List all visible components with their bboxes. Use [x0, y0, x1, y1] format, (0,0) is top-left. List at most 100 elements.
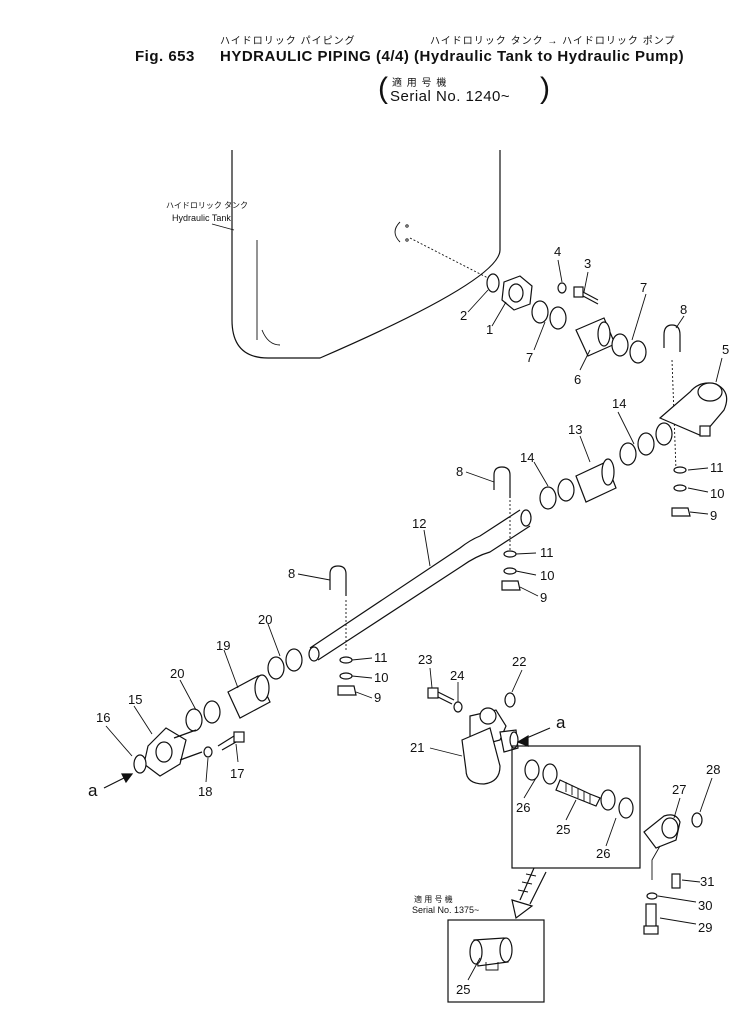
hose-13 — [575, 458, 617, 503]
leader-lines — [105, 259, 723, 981]
view-arrow-right — [516, 727, 551, 747]
part-number-18: 18 — [198, 784, 212, 799]
part-number-2: 2 — [460, 308, 467, 323]
washer-30 — [646, 892, 658, 900]
serial-paren-close: ) — [540, 72, 550, 105]
inset-label-jp: 適 用 号 機 — [414, 894, 453, 904]
elbow-5 — [658, 382, 728, 437]
part-number-9b: 9 — [540, 590, 547, 605]
part-number-28: 28 — [706, 762, 720, 777]
part-number-10b: 10 — [540, 568, 554, 583]
part-number-26a: 26 — [516, 800, 530, 815]
bolt-23 — [427, 687, 455, 705]
part-number-31: 31 — [700, 874, 714, 889]
hose-clamp-7a — [531, 300, 567, 330]
figure-label: Fig. 653 — [135, 48, 195, 65]
view-marker-right: a — [556, 713, 566, 732]
nut-9b — [501, 580, 521, 591]
part-number-26b: 26 — [596, 846, 610, 861]
hose-clamp-20b — [185, 700, 221, 732]
serial-paren-open: ( — [378, 72, 388, 105]
tank-label-leader — [211, 223, 235, 231]
part-number-24: 24 — [450, 668, 464, 683]
hose-clamp-14b — [539, 478, 575, 510]
part-number-25: 25 — [556, 822, 570, 837]
o-ring-2 — [486, 273, 500, 293]
part-number-29: 29 — [698, 920, 712, 935]
part-number-25-inset: 25 — [456, 982, 470, 997]
part-number-19: 19 — [216, 638, 230, 653]
o-ring-28 — [691, 812, 703, 828]
part-number-9a: 9 — [710, 508, 717, 523]
detail-box-2 — [447, 919, 545, 1003]
hydraulic-tank — [231, 150, 501, 359]
u-bolt-8a — [663, 324, 681, 352]
inset-serial: Serial No. 1375~ — [412, 905, 479, 915]
washer-10b — [503, 567, 517, 575]
washer-11c — [339, 656, 353, 664]
part-number-10c: 10 — [374, 670, 388, 685]
hose-clamp-14a — [619, 422, 673, 466]
part-number-17: 17 — [230, 766, 244, 781]
bolt-17 — [217, 731, 245, 751]
u-bolt-8b — [493, 466, 511, 498]
part-number-11a: 11 — [710, 460, 724, 475]
part-number-8a: 8 — [680, 302, 687, 317]
part-number-8c: 8 — [288, 566, 295, 581]
tank-label-jp: ハイドロリック タンク — [166, 201, 248, 210]
part-number-7b: 7 — [640, 280, 647, 295]
part-number-21: 21 — [410, 740, 424, 755]
elbow-21 — [461, 707, 519, 785]
part-number-8b: 8 — [456, 464, 463, 479]
flange-15 — [143, 727, 203, 777]
o-ring-22 — [504, 692, 516, 708]
adapter-27 — [643, 814, 681, 880]
part-number-5: 5 — [722, 342, 729, 357]
hose-clamp-20a — [267, 648, 303, 680]
nut-9a — [671, 507, 691, 517]
part-number-20a: 20 — [258, 612, 272, 627]
part-number-6: 6 — [574, 372, 581, 387]
part-number-16: 16 — [96, 710, 110, 725]
part-number-15: 15 — [128, 692, 142, 707]
washer-18 — [203, 746, 213, 758]
washer-11a — [673, 466, 687, 474]
part-number-14b: 14 — [520, 450, 534, 465]
part-number-14a: 14 — [612, 396, 626, 411]
tank-port-icon — [394, 221, 489, 279]
hose-25 — [555, 779, 601, 807]
pipe-12 — [308, 509, 532, 662]
tank-label: Hydraulic Tank — [172, 213, 231, 223]
washer-11b — [503, 550, 517, 558]
part-number-13: 13 — [568, 422, 582, 437]
hose-clamp-26a — [524, 759, 558, 785]
view-arrow-left — [103, 773, 134, 789]
bolt-31 — [671, 873, 681, 889]
part-number-12: 12 — [412, 516, 426, 531]
nut-9c — [337, 685, 357, 696]
bolt-3 — [573, 286, 599, 305]
o-ring-16 — [133, 754, 147, 774]
part-number-22: 22 — [512, 654, 526, 669]
detail-box-1 — [511, 745, 641, 869]
u-bolt-8c — [329, 565, 347, 596]
figure-title: HYDRAULIC PIPING (4/4) (Hydraulic Tank t… — [220, 48, 685, 65]
washer-4 — [557, 282, 567, 294]
washer-10a — [673, 484, 687, 492]
part-number-11c: 11 — [374, 650, 388, 665]
part-number-9c: 9 — [374, 690, 381, 705]
part-number-4: 4 — [554, 244, 561, 259]
part-number-30: 30 — [698, 898, 712, 913]
hose-6 — [575, 317, 616, 357]
washer-10c — [339, 672, 353, 680]
part-number-20b: 20 — [170, 666, 184, 681]
part-number-11b: 11 — [540, 545, 554, 560]
bolt-29 — [643, 903, 659, 935]
serial-jp-label: 適 用 号 機 — [392, 78, 448, 89]
hose-clamp-7b — [611, 333, 647, 364]
hose-25-alt — [469, 937, 513, 971]
hose-clamp-26b — [600, 789, 634, 819]
washer-24 — [453, 701, 463, 713]
part-number-10a: 10 — [710, 486, 724, 501]
